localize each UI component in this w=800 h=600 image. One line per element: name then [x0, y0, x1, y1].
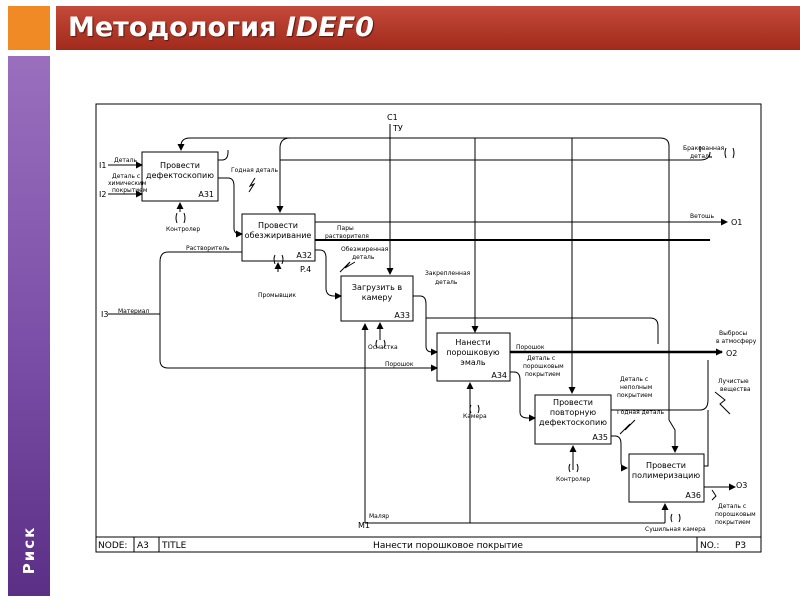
- svg-text:покрытием: покрытием: [715, 519, 750, 526]
- svg-text:Промывщик: Промывщик: [258, 292, 296, 299]
- svg-text:деталь: деталь: [352, 254, 375, 261]
- svg-text:Провести: Провести: [553, 398, 593, 407]
- svg-text:Провести: Провести: [160, 161, 200, 170]
- activity-box-a34[interactable]: Нанести порошковую эмаль A34: [436, 332, 511, 382]
- svg-text:дефектоскопию: дефектоскопию: [539, 418, 607, 427]
- activity-box-a33[interactable]: Загрузить в камеру A33: [340, 275, 414, 322]
- svg-text:Годная деталь: Годная деталь: [231, 167, 278, 174]
- svg-text:повторную: повторную: [550, 408, 596, 417]
- svg-text:O3: O3: [736, 481, 747, 490]
- svg-text:Камера: Камера: [463, 413, 487, 420]
- svg-text:Обезжиренная: Обезжиренная: [341, 246, 389, 253]
- svg-text:P3: P3: [735, 541, 746, 551]
- svg-text:покрытием: покрытием: [525, 371, 560, 378]
- svg-text:деталь: деталь: [435, 279, 458, 286]
- svg-text:A31: A31: [198, 190, 214, 199]
- svg-text:A33: A33: [394, 311, 410, 320]
- svg-text:Ветошь: Ветошь: [690, 213, 714, 220]
- svg-text:Бракованная: Бракованная: [683, 145, 725, 152]
- tunnel-marks: [175, 147, 735, 523]
- activity-box-a35[interactable]: Провести повторную дефектоскопию A35: [534, 394, 612, 445]
- svg-text:ТУ: ТУ: [392, 124, 403, 133]
- svg-text:Деталь: Деталь: [114, 157, 137, 164]
- svg-text:I1: I1: [99, 161, 106, 170]
- svg-text:Пары: Пары: [337, 225, 354, 232]
- svg-text:Деталь с: Деталь с: [112, 173, 140, 180]
- sidebar: [8, 56, 50, 596]
- svg-text:Нанести: Нанести: [455, 338, 490, 347]
- svg-text:Нанести порошковое покрытие: Нанести порошковое покрытие: [373, 541, 523, 551]
- svg-text:Сушильная камера: Сушильная камера: [645, 526, 706, 533]
- orange-accent-square: [8, 6, 50, 50]
- svg-text:дефектоскопию: дефектоскопию: [146, 171, 214, 180]
- svg-text:Годная деталь: Годная деталь: [617, 409, 664, 416]
- slide-title: Методология IDEF0: [68, 12, 374, 43]
- svg-text:Выбросы: Выбросы: [719, 330, 747, 337]
- svg-text:Оснастка: Оснастка: [368, 344, 398, 351]
- svg-text:Порошок: Порошок: [385, 361, 414, 368]
- svg-text:I3: I3: [101, 310, 108, 319]
- svg-text:A35: A35: [592, 433, 608, 442]
- svg-text:NO.:: NO.:: [700, 541, 719, 551]
- svg-text:Деталь с: Деталь с: [620, 376, 648, 383]
- svg-text:химическим: химическим: [108, 180, 146, 187]
- svg-text:деталь: деталь: [690, 153, 713, 160]
- svg-text:NODE:: NODE:: [98, 541, 127, 551]
- svg-text:I2: I2: [99, 190, 106, 199]
- svg-text:порошковым: порошковым: [523, 363, 564, 370]
- svg-text:растворителя: растворителя: [325, 233, 369, 240]
- svg-text:Деталь с: Деталь с: [718, 503, 746, 510]
- svg-text:покрытием: покрытием: [112, 187, 147, 194]
- svg-text:обезжиривание: обезжиривание: [245, 231, 312, 240]
- svg-text:TITLE: TITLE: [161, 541, 187, 551]
- svg-text:Материал: Материал: [118, 308, 149, 315]
- svg-text:Порошок: Порошок: [516, 344, 545, 351]
- svg-text:Провести: Провести: [646, 461, 686, 470]
- title-bar: Методология IDEF0: [56, 6, 800, 50]
- svg-text:Деталь с: Деталь с: [527, 355, 555, 362]
- svg-text:покрытием: покрытием: [617, 392, 652, 399]
- svg-text:вещества: вещества: [720, 386, 751, 393]
- svg-text:эмаль: эмаль: [460, 358, 485, 367]
- svg-text:Загрузить в: Загрузить в: [352, 283, 402, 292]
- svg-text:P.4: P.4: [300, 265, 311, 274]
- svg-text:Закрепленная: Закрепленная: [425, 270, 471, 277]
- svg-text:A3: A3: [137, 541, 149, 551]
- activity-box-a31[interactable]: Провести дефектоскопию A31: [141, 151, 219, 202]
- svg-text:Контролер: Контролер: [556, 476, 590, 483]
- svg-text:Лучистые: Лучистые: [718, 378, 749, 385]
- svg-text:порошковую: порошковую: [446, 348, 500, 357]
- control-arrows: [177, 124, 711, 453]
- icom-codes: C1 ТУ I1 I2 I3 O1 O2 O3 M1 P.4: [99, 113, 747, 530]
- svg-text:A36: A36: [685, 491, 701, 500]
- svg-text:C1: C1: [387, 113, 398, 122]
- activity-box-a36[interactable]: Провести полимеризацию A36: [628, 453, 705, 503]
- svg-text:Растворитель: Растворитель: [186, 245, 230, 252]
- svg-text:A32: A32: [296, 251, 312, 260]
- svg-text:порошковым: порошковым: [715, 511, 756, 518]
- svg-text:O2: O2: [726, 349, 737, 358]
- svg-text:Маляр: Маляр: [369, 513, 389, 520]
- svg-text:неполным: неполным: [620, 384, 652, 391]
- svg-text:камеру: камеру: [362, 293, 393, 302]
- arrow-labels: Деталь Деталь с химическим покрытием Бра…: [108, 145, 757, 533]
- diagram-footer: NODE: A3 TITLE Нанести порошковое покрыт…: [98, 541, 746, 551]
- svg-text:полимеризацию: полимеризацию: [632, 471, 700, 480]
- svg-text:A34: A34: [491, 371, 507, 380]
- svg-text:M1: M1: [358, 521, 370, 530]
- activity-box-a32[interactable]: Провести обезжиривание A32: [241, 213, 316, 262]
- svg-text:Провести: Провести: [258, 221, 298, 230]
- svg-text:O1: O1: [731, 218, 742, 227]
- svg-text:Контролер: Контролер: [166, 226, 200, 233]
- flow-arrows: [108, 146, 736, 524]
- svg-text:в атмосферу: в атмосферу: [716, 338, 757, 345]
